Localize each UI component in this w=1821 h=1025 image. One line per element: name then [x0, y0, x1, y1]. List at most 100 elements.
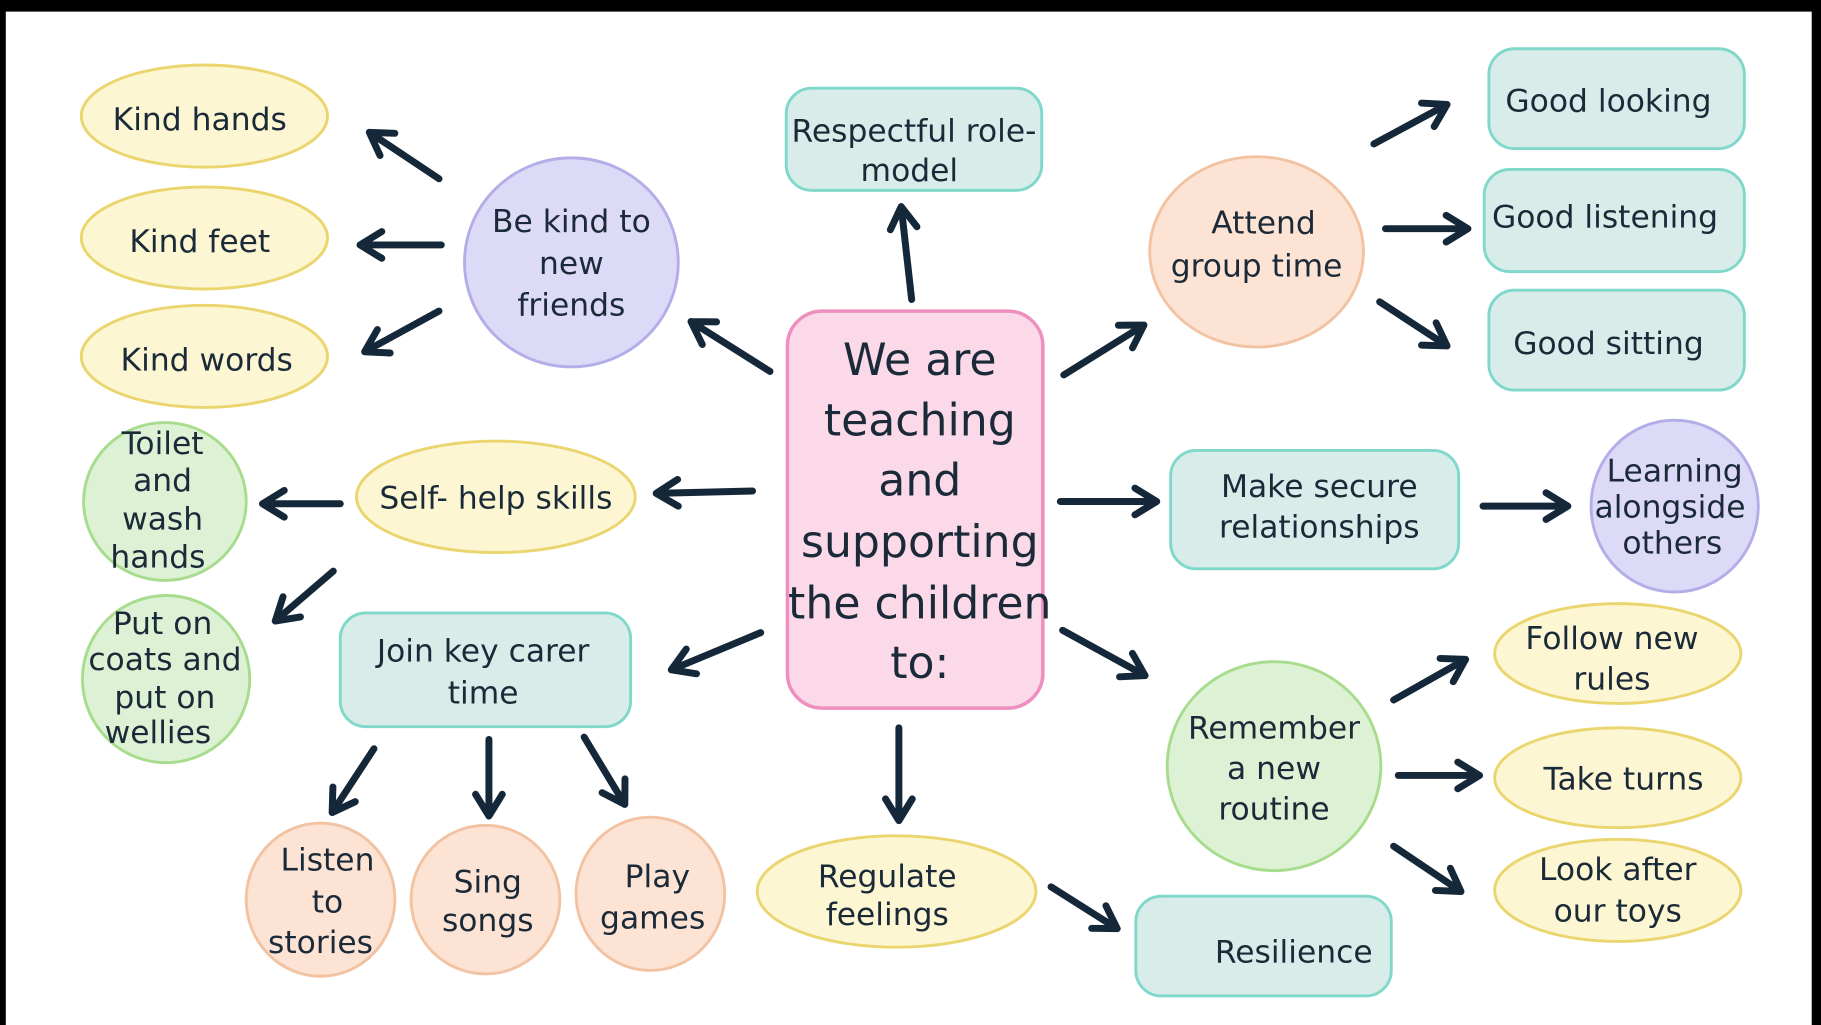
arrow-connector — [472, 735, 506, 820]
node-label: Attend — [1211, 205, 1315, 241]
node-label: stories — [268, 925, 373, 961]
arrow-connector — [365, 128, 443, 183]
arrow-connector — [328, 745, 378, 817]
node-play-games: Play games — [574, 815, 727, 972]
central-label: We are — [843, 335, 997, 386]
node-label: routine — [1218, 792, 1329, 828]
node-label: feelings — [826, 897, 949, 933]
node-label: Good looking — [1505, 83, 1711, 119]
node-label: put on — [114, 680, 215, 716]
node-label: our toys — [1554, 894, 1682, 930]
node-label: alongside — [1595, 490, 1746, 526]
arrow-connector — [1394, 758, 1484, 793]
central-label: supporting — [801, 517, 1039, 568]
node-label: relationships — [1219, 509, 1420, 545]
node-label: Look after — [1539, 852, 1697, 888]
arrow-connector — [1059, 626, 1149, 681]
arrow-connector — [1390, 842, 1465, 895]
node-label: games — [600, 901, 705, 937]
node-good-listening: Good listening — [1482, 168, 1746, 274]
node-key-carer: Join key carer time — [338, 611, 633, 729]
node-label: new — [539, 246, 604, 282]
node-new-routine: Remember a new routine — [1165, 660, 1383, 873]
node-label: Kind hands — [113, 102, 287, 138]
central-node: We are teaching and supporting the child… — [785, 309, 1052, 710]
node-label: Good listening — [1492, 200, 1718, 236]
node-label: Be kind to — [492, 204, 651, 240]
node-kind-hands: Kind hands — [79, 63, 329, 169]
node-good-sitting: Good sitting — [1487, 288, 1746, 392]
node-label: Take turns — [1543, 761, 1704, 797]
arrow-connector — [652, 475, 757, 510]
arrow-connector — [1376, 298, 1451, 350]
node-label: wellies — [105, 715, 212, 751]
node-be-kind: Be kind to new friends — [463, 156, 680, 369]
central-label: teaching — [824, 395, 1016, 446]
arrow-connector — [1390, 654, 1470, 704]
node-label: time — [448, 675, 519, 711]
node-label: hands — [110, 540, 205, 576]
node-label: Regulate — [818, 859, 957, 895]
arrow-connector — [271, 567, 337, 625]
arrow-connector — [882, 724, 916, 825]
central-label: to: — [890, 638, 949, 689]
node-sing-songs: Sing songs — [409, 823, 562, 976]
arrow-connector — [361, 307, 443, 357]
central-label: and — [878, 456, 961, 507]
arrow-connector — [356, 228, 445, 262]
arrow-connector — [886, 203, 921, 303]
node-label: Remember — [1188, 710, 1360, 746]
arrow-connector — [1370, 99, 1451, 148]
arrow-connector — [1060, 321, 1148, 379]
node-label: Good sitting — [1513, 326, 1704, 362]
node-toilet-wash-hands: Toilet and wash hands — [82, 421, 248, 582]
node-secure-relationships: Make secure relationships — [1169, 448, 1461, 571]
node-listen-stories: Listen to stories — [244, 821, 397, 978]
node-label: group time — [1171, 248, 1343, 284]
node-label: Sing — [454, 865, 522, 901]
arrow-connector — [1056, 484, 1161, 519]
arrow-connector — [667, 629, 765, 678]
arrow-connector — [687, 318, 774, 375]
node-label: Learning — [1607, 454, 1743, 490]
node-label: Toilet — [121, 426, 204, 462]
node-label: Self- help skills — [379, 480, 612, 516]
node-group-time: Attend group time — [1148, 155, 1365, 349]
node-label: Follow new — [1525, 621, 1698, 657]
node-follow-rules: Follow new rules — [1493, 602, 1743, 705]
node-resilience: Resilience — [1134, 894, 1393, 998]
arrow-connector — [580, 733, 629, 808]
node-kind-words: Kind words — [79, 303, 329, 409]
node-label: a new — [1227, 751, 1321, 787]
node-label: Resilience — [1215, 934, 1373, 970]
node-look-after-toys: Look after our toys — [1493, 837, 1743, 943]
node-label: rules — [1573, 662, 1650, 698]
node-regulate-feelings: Regulate feelings — [755, 834, 1038, 949]
node-label: friends — [517, 288, 625, 324]
node-kind-feet: Kind feet — [79, 185, 329, 291]
node-label: model — [861, 153, 959, 189]
node-take-turns: Take turns — [1493, 726, 1743, 830]
node-label: Respectful role- — [792, 114, 1037, 150]
node-label: songs — [442, 903, 534, 939]
node-label: Put on — [113, 606, 212, 642]
node-coats-wellies: Put on coats and put on wellies — [81, 594, 252, 765]
arrow-connector — [1382, 211, 1472, 246]
arrow-connector — [258, 486, 344, 521]
arrow-connector — [1047, 883, 1121, 933]
arrows — [258, 99, 1572, 933]
central-label: the children — [788, 579, 1051, 630]
node-label: others — [1622, 526, 1722, 562]
arrow-connector — [1479, 489, 1572, 523]
node-label: Play — [625, 859, 690, 895]
node-label: to — [312, 884, 343, 920]
node-label: and — [133, 463, 192, 499]
node-learning-alongside: Learning alongside others — [1589, 418, 1760, 594]
node-label: Kind feet — [129, 224, 270, 260]
node-role-model: Respectful role- model — [784, 86, 1044, 192]
node-label: Join key carer — [375, 634, 590, 670]
node-label: coats and — [88, 642, 241, 678]
node-label: Make secure — [1221, 469, 1418, 505]
node-good-looking: Good looking — [1487, 47, 1746, 151]
